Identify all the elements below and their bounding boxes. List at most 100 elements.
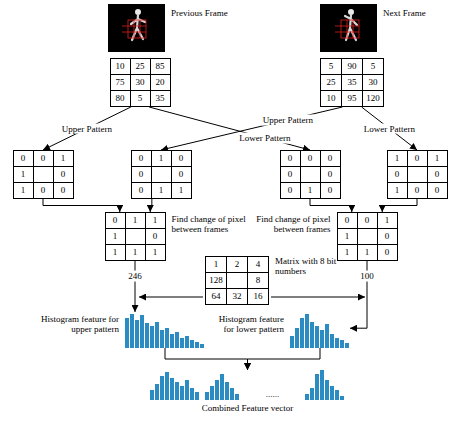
matrix-cell: 0 bbox=[14, 151, 33, 166]
matrix-value: 1 bbox=[365, 247, 370, 257]
matrix-cell: 10 bbox=[321, 91, 341, 106]
figure-body bbox=[131, 15, 145, 40]
matrix-cell: 1 bbox=[14, 167, 33, 182]
matrix-value: 85 bbox=[156, 61, 165, 71]
matrix-cell: 0 bbox=[378, 245, 397, 260]
matrix-grid: 1241288643216 bbox=[205, 256, 269, 305]
pixel-window bbox=[128, 20, 146, 38]
matrix-cell bbox=[358, 229, 377, 244]
frame-picture-box: Previous Frame bbox=[108, 4, 165, 52]
edge-label: 246 bbox=[128, 271, 142, 281]
note-holder: Next Frame bbox=[383, 8, 426, 18]
matrix-cell: 128 bbox=[206, 273, 226, 288]
matrix-cell: 1 bbox=[146, 245, 165, 260]
matrix-value: 0 bbox=[288, 185, 293, 195]
vector-label: Combined Feature vector bbox=[202, 403, 293, 413]
matrix-value: 95 bbox=[348, 93, 357, 103]
matrix-cell: 1 bbox=[428, 151, 447, 166]
matrix-cell: 1 bbox=[301, 183, 320, 198]
matrix-cell: 0 bbox=[172, 167, 191, 182]
matrix-value: 1 bbox=[133, 215, 138, 225]
feature-vector: Combined Feature vector...... bbox=[150, 370, 345, 400]
connector bbox=[43, 199, 120, 212]
label-patch: Lower Pattern bbox=[363, 123, 416, 134]
matrix-cell: 1 bbox=[388, 151, 407, 166]
pixel-matrix: 59052535301095120 bbox=[320, 58, 384, 107]
matrix-value: 1 bbox=[113, 231, 118, 241]
matrix-value: 0 bbox=[365, 215, 370, 225]
matrix-value: 0 bbox=[113, 215, 118, 225]
matrix-cell: 0 bbox=[132, 183, 151, 198]
matrix-grid: 10258575302080535 bbox=[110, 58, 171, 107]
value-arrow bbox=[139, 297, 203, 298]
matrix-grid: 10100100 bbox=[387, 150, 448, 199]
matrix-cell: 1 bbox=[388, 183, 407, 198]
edge-label: Lower Pattern bbox=[364, 123, 415, 133]
histogram-label: Histogram feature for upper pattern bbox=[41, 314, 119, 334]
matrix-value: 0 bbox=[415, 185, 420, 195]
matrix-cell: 64 bbox=[206, 289, 226, 304]
histogram: Histogram feature for lower pattern bbox=[290, 312, 350, 348]
matrix-value: 1 bbox=[113, 247, 118, 257]
matrix-cell: 1 bbox=[14, 183, 33, 198]
matrix-cell: 0 bbox=[281, 151, 300, 166]
matrix-cell: 0 bbox=[378, 229, 397, 244]
matrix-value: 5 bbox=[329, 61, 334, 71]
matrix-cell: 30 bbox=[363, 75, 383, 90]
matrix-value: 1 bbox=[159, 153, 164, 163]
matrix-cell: 1 bbox=[338, 229, 357, 244]
matrix-value: 20 bbox=[156, 77, 165, 87]
matrix-cell: 0 bbox=[146, 229, 165, 244]
matrix-value: 30 bbox=[136, 77, 145, 87]
frame-label: Next Frame bbox=[383, 8, 426, 18]
pixel-matrix: 10258575302080535 bbox=[110, 58, 171, 107]
matrix-cell: 0 bbox=[321, 151, 340, 166]
matrix-value: 128 bbox=[209, 275, 223, 285]
matrix-cell: 85 bbox=[151, 59, 170, 74]
matrix-value: 0 bbox=[21, 153, 26, 163]
pattern-matrix: 00110100 bbox=[13, 150, 74, 199]
matrix-cell bbox=[301, 167, 320, 182]
frame-picture-box: Next Frame bbox=[320, 4, 377, 52]
matrix-value: 35 bbox=[348, 77, 357, 87]
label-patch: 100 bbox=[359, 271, 375, 282]
matrix-value: 0 bbox=[61, 185, 66, 195]
matrix-cell: 1 bbox=[126, 245, 145, 260]
matrix-cell: 10 bbox=[111, 59, 130, 74]
matrix-cell: 0 bbox=[54, 183, 73, 198]
matrix-value: 16 bbox=[254, 291, 263, 301]
connector bbox=[382, 199, 417, 212]
matrix-value: 25 bbox=[327, 77, 336, 87]
note-holder: Histogram feature for upper pattern bbox=[29, 314, 119, 335]
matrix-value: 1 bbox=[385, 215, 390, 225]
matrix-cell: 0 bbox=[321, 183, 340, 198]
connector bbox=[248, 348, 321, 370]
matrix-cell bbox=[227, 273, 247, 288]
matrix-value: 0 bbox=[328, 169, 333, 179]
matrix-value: 30 bbox=[369, 77, 378, 87]
pattern-matrix: 10100100 bbox=[387, 150, 448, 199]
matrix-value: 25 bbox=[136, 61, 145, 71]
frame-picture bbox=[320, 4, 377, 52]
weight-matrix: Matrix with 8 bit numbers1241288643216 bbox=[205, 256, 269, 305]
histogram-bars bbox=[290, 314, 349, 348]
ellipsis-dots: ...... bbox=[266, 389, 280, 399]
histogram-label: Histogram feature for lower pattern bbox=[219, 314, 284, 334]
matrix-value: 0 bbox=[328, 185, 333, 195]
matrix-cell: 8 bbox=[248, 273, 268, 288]
connector bbox=[150, 199, 152, 212]
feature-vector-bars bbox=[150, 370, 344, 400]
matrix-value: 32 bbox=[233, 291, 242, 301]
change-matrix: Find change of pixel between frames00110… bbox=[337, 212, 398, 261]
matrix-cell: 0 bbox=[281, 167, 300, 182]
matrix-cell: 0 bbox=[34, 151, 53, 166]
matrix-value: 0 bbox=[179, 153, 184, 163]
matrix-value: 0 bbox=[385, 231, 390, 241]
edge-label: Upper Pattern bbox=[62, 123, 112, 133]
note-holder: Previous Frame bbox=[171, 8, 228, 18]
matrix-value: 90 bbox=[348, 61, 357, 71]
matrix-value: 0 bbox=[435, 185, 440, 195]
matrix-grid: 00000010 bbox=[280, 150, 341, 199]
matrix-cell: 1 bbox=[172, 183, 191, 198]
